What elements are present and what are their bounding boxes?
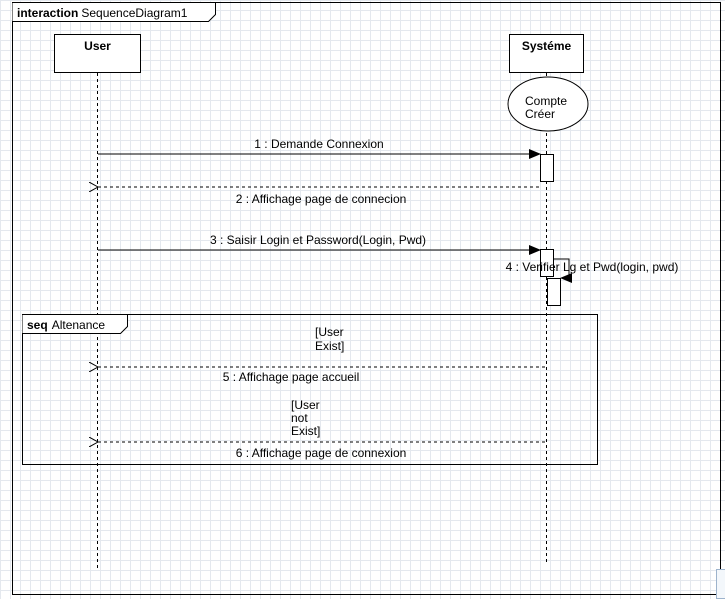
fragment-label: seq Altenance (27, 318, 105, 332)
fragment-name: Altenance (52, 318, 106, 332)
state-invariant[interactable] (507, 76, 589, 132)
fragment-label-tab (22, 314, 128, 334)
lifeline-label-system: Systéme (522, 39, 572, 53)
guard-2-line-3: Exist] (291, 424, 320, 438)
activation-bar-3[interactable] (547, 278, 561, 306)
lifeline-label-user: User (84, 39, 111, 53)
message-3-label: 3 : Saisir Login et Password(Login, Pwd) (210, 233, 426, 247)
activation-bar-1[interactable] (540, 154, 554, 182)
message-1-label: 1 : Demande Connexion (254, 137, 383, 151)
lifeline-head-system[interactable] (509, 34, 584, 73)
guard-2-line-2: not (291, 411, 308, 425)
message-4-label: 4 : Verifier Lg et Pwd(login, pwd) (506, 260, 679, 274)
message-5-label: 5 : Affichage page accueil (223, 370, 360, 384)
scroll-corner[interactable] (716, 569, 725, 599)
interaction-frame (12, 2, 721, 595)
frame-label-tab (12, 2, 216, 22)
message-6-label: 6 : Affichage page de connexion (236, 446, 407, 460)
activation-bar-2[interactable] (540, 249, 554, 277)
fragment-operator: seq (27, 318, 48, 332)
combined-fragment[interactable] (22, 314, 598, 465)
frame-name: SequenceDiagram1 (81, 6, 187, 20)
guard-2-line-1: [User (291, 398, 320, 412)
guard-1-line-1: [User (315, 325, 344, 339)
state-line-1: Compte (525, 94, 567, 108)
message-2-label: 2 : Affichage page de connecion (236, 192, 407, 206)
state-line-2: Créer (525, 107, 555, 121)
frame-keyword: interaction (17, 6, 78, 20)
lifeline-head-user[interactable] (54, 34, 141, 73)
guard-1-line-2: Exist] (315, 339, 344, 353)
message-4-arrow[interactable] (553, 258, 572, 283)
